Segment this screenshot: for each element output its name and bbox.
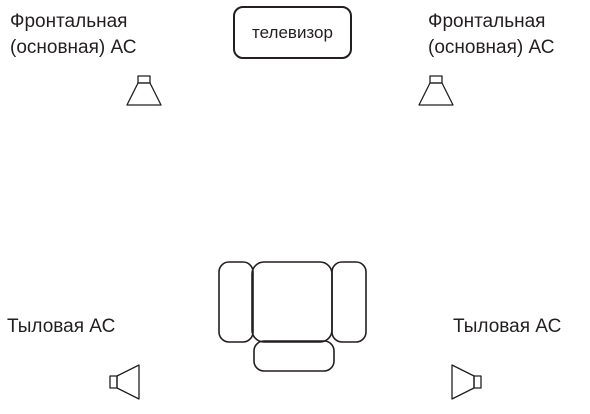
armchair-seat (253, 340, 335, 372)
tv-label: телевизор (252, 22, 333, 42)
armchair-back (251, 261, 333, 343)
front-left-speaker-label: Фронтальная (основная) АС (10, 11, 137, 58)
front-right-speaker-icon (418, 75, 454, 106)
rear-right-speaker-icon (451, 364, 482, 400)
armchair-right-arm (331, 261, 367, 343)
rear-right-speaker-label: Тыловая АС (453, 316, 562, 337)
front-left-speaker-icon (126, 75, 162, 106)
front-right-speaker-label: Фронтальная (основная) АС (428, 11, 555, 58)
tv-box: телевизор (233, 6, 352, 59)
armchair-icon (218, 261, 367, 372)
armchair-left-arm (218, 261, 254, 343)
rear-left-speaker-label: Тыловая АС (7, 316, 116, 337)
rear-left-speaker-icon (109, 364, 140, 400)
